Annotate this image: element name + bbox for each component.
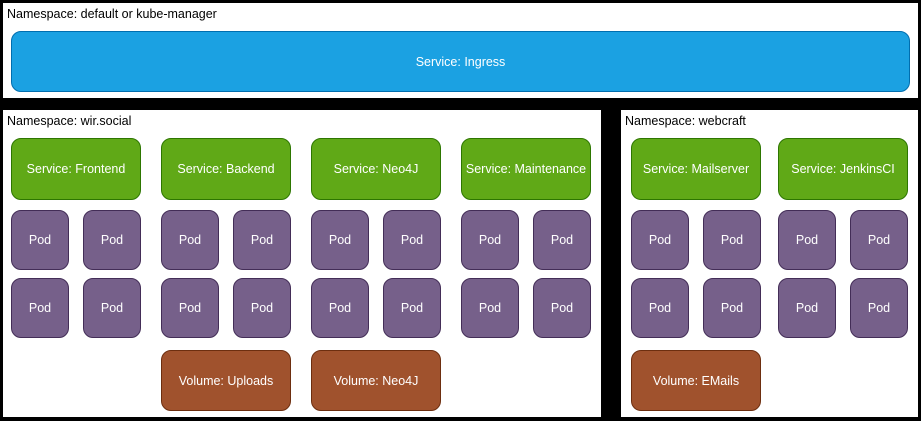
pod-box: Pod (233, 210, 291, 270)
service-backend-box: Service: Backend (161, 138, 291, 200)
pod-box: Pod (233, 278, 291, 338)
service-mailserver-box: Service: Mailserver (631, 138, 761, 200)
namespace-label: Namespace: default or kube-manager (7, 7, 217, 21)
volume-neo4j-box: Volume: Neo4J (311, 350, 441, 411)
volume-uploads-box: Volume: Uploads (161, 350, 291, 411)
pod-box: Pod (703, 278, 761, 338)
pod-box: Pod (11, 210, 69, 270)
pod-box: Pod (311, 210, 369, 270)
pod-box: Pod (83, 278, 141, 338)
service-maintenance-box: Service: Maintenance (461, 138, 591, 200)
pod-box: Pod (83, 210, 141, 270)
pod-box: Pod (533, 278, 591, 338)
pod-box: Pod (383, 278, 441, 338)
pod-box: Pod (850, 278, 908, 338)
namespace-section-default: Namespace: default or kube-manager Servi… (3, 3, 918, 98)
service-ingress-box: Service: Ingress (11, 31, 910, 92)
pod-box: Pod (778, 278, 836, 338)
pod-box: Pod (311, 278, 369, 338)
namespace-section-wir-social: Namespace: wir.social Service: Frontend … (3, 110, 601, 417)
namespace-label: Namespace: wir.social (7, 114, 132, 128)
pod-box: Pod (850, 210, 908, 270)
pod-box: Pod (383, 210, 441, 270)
pod-box: Pod (631, 278, 689, 338)
pod-box: Pod (778, 210, 836, 270)
namespace-label: Namespace: webcraft (625, 114, 746, 128)
volume-emails-box: Volume: EMails (631, 350, 761, 411)
pod-box: Pod (11, 278, 69, 338)
service-neo4j-box: Service: Neo4J (311, 138, 441, 200)
pod-box: Pod (533, 210, 591, 270)
pod-box: Pod (461, 210, 519, 270)
service-frontend-box: Service: Frontend (11, 138, 141, 200)
service-jenkinsci-box: Service: JenkinsCI (778, 138, 908, 200)
pod-box: Pod (703, 210, 761, 270)
pod-box: Pod (631, 210, 689, 270)
pod-box: Pod (161, 210, 219, 270)
pod-box: Pod (161, 278, 219, 338)
pod-box: Pod (461, 278, 519, 338)
namespace-section-webcraft: Namespace: webcraft Service: Mailserver … (621, 110, 918, 417)
